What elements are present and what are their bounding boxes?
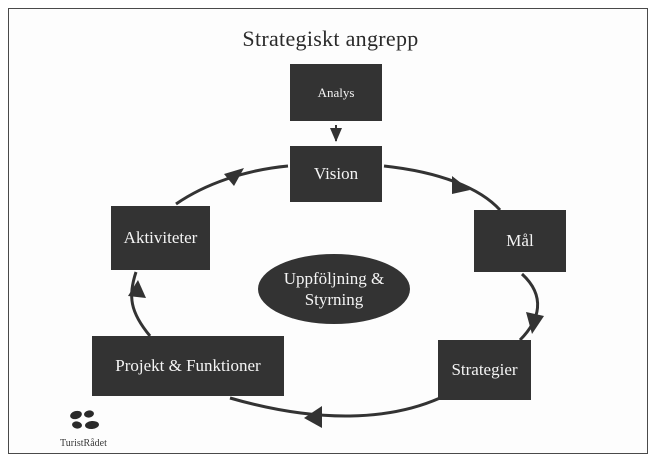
slide-title: Strategiskt angrepp [242, 26, 419, 51]
arc-aktiviteter-vision [175, 164, 289, 206]
mal-box: Mål [474, 210, 566, 272]
analys-box: Analys [290, 64, 382, 121]
arc-projekt-aktiviteter [130, 271, 152, 337]
projekt-funktioner-box: Projekt & Funktioner [92, 336, 284, 396]
arrowhead-projekt-aktiviteter [128, 280, 146, 298]
vision-box: Vision [290, 146, 382, 202]
turistradet-logo-icon [70, 410, 99, 430]
strategier-box: Strategier [438, 340, 531, 400]
arrowhead-analys-vision [330, 128, 342, 142]
arrowhead-aktiviteter-vision [224, 168, 244, 186]
aktiviteter-box: Aktiviteter [111, 206, 210, 270]
arrowhead-vision-mal [452, 176, 470, 194]
arrowhead-mal-strategier [526, 312, 544, 334]
arc-vision-mal [383, 164, 502, 212]
uppfoljning-styrning-ellipse: Uppföljning & Styrning [258, 254, 410, 324]
arrowhead-strategier-projekt [304, 406, 322, 428]
logo-text: TuristRådet [60, 438, 107, 449]
arc-mal-strategier [518, 272, 539, 342]
arc-strategier-projekt [229, 396, 441, 418]
